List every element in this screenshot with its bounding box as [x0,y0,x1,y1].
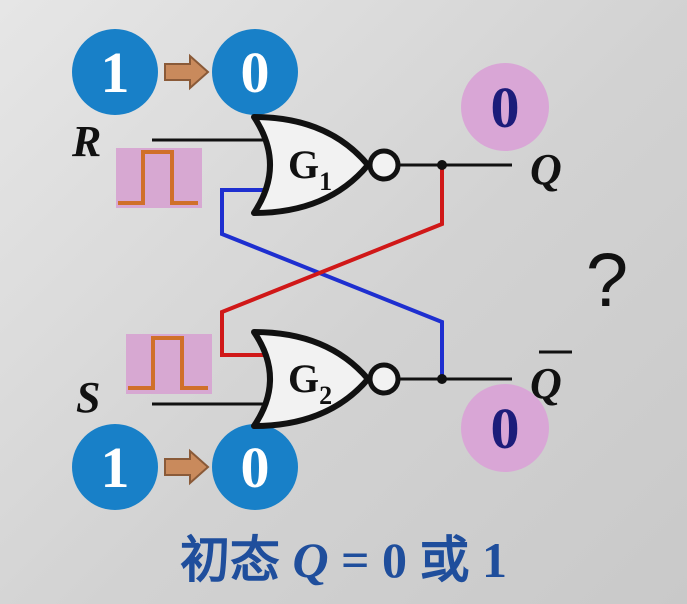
gate-g2-body [251,329,371,429]
gate-g1: G1 [251,114,401,216]
initial-state-caption: 初态 Q = 0 或 1 [0,520,687,592]
qbar-value-bubble [461,384,549,472]
feedback-wire-red [220,162,444,357]
q-value: 0 [491,75,520,140]
s-to-bubble [212,424,298,510]
qbar-value: 0 [491,396,520,461]
s-input-label: S [76,373,100,422]
s-transition: 1 0 [72,424,298,510]
gate-g2-label: G2 [288,356,332,410]
r-transition-arrow-icon [164,53,210,91]
r-from-bubble [72,29,158,115]
r-from-value: 1 [101,40,130,105]
gate-g1-body [251,114,371,216]
gate-g1-invert-bubble [367,148,401,182]
r-input-label: R [71,117,101,166]
gate-g2: G2 [251,329,401,429]
r-pulse-icon [116,148,202,208]
caption-suffix: 1 [469,532,508,588]
gate-g1-label: G1 [288,142,332,196]
q-value-bubble [461,63,549,151]
r-to-bubble [212,29,298,115]
caption-prefix: 初态 [179,532,293,588]
gate-g2-invert-bubble [367,362,401,396]
caption-equals: = 0 [328,532,420,588]
s-from-bubble [72,424,158,510]
s-transition-arrow-icon [164,448,210,486]
qbar-junction-dot [437,374,447,384]
r-to-value: 0 [241,40,270,105]
question-mark: ? [586,238,628,323]
feedback-wire-blue [220,188,444,379]
s-to-value: 0 [241,435,270,500]
s-from-value: 1 [101,435,130,500]
caption-variable: Q [292,532,329,588]
q-junction-dot [437,160,447,170]
s-pulse-icon [126,334,212,394]
r-transition: 1 0 [72,29,298,115]
q-output-label: Q [530,145,562,194]
caption-or: 或 [419,532,470,588]
